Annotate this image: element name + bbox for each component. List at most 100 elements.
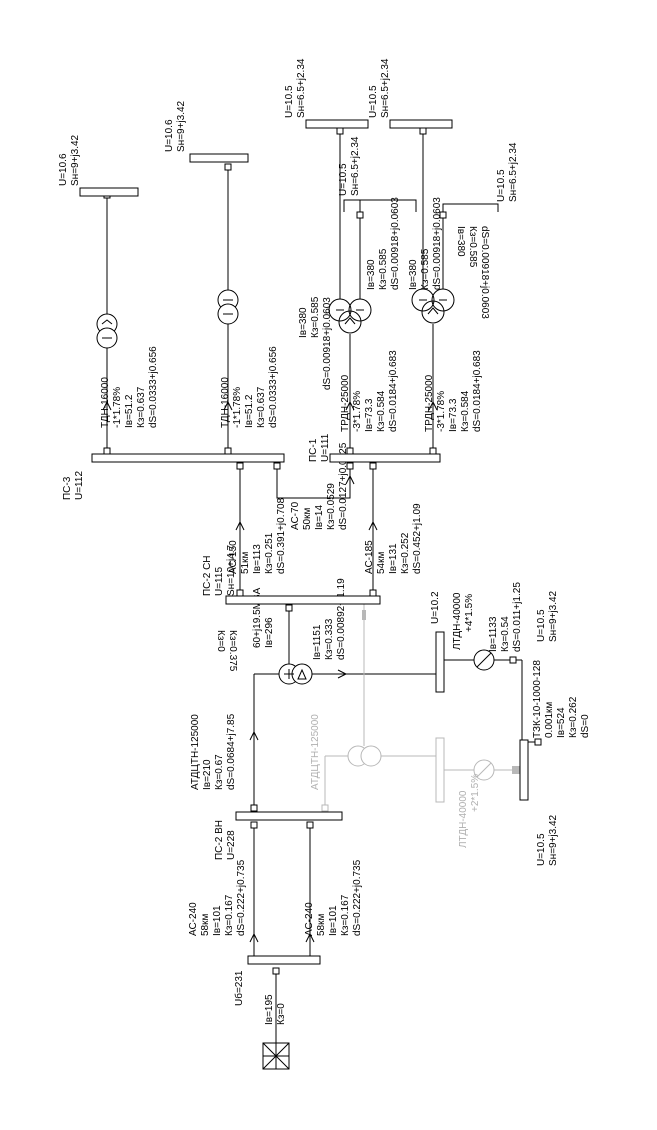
svg-text:Iв=113: Iв=113 [252, 544, 263, 574]
pc1-name: ПС-1 [308, 438, 319, 462]
switch[interactable] [273, 462, 281, 470]
load-pc1-c-sn: Sн=6.5+j2.34 [350, 136, 361, 196]
atdc-main-labels: АТДЦТН-125000 Iв=210 Кз=0.67 dS=0.0684+j… [190, 713, 237, 790]
svg-text:ЛТДН-40000: ЛТДН-40000 [452, 592, 463, 650]
bus-pc2-vn[interactable] [235, 811, 343, 821]
switch[interactable] [369, 462, 377, 470]
pc2vn-voltage: U=228 [226, 830, 237, 860]
svg-text:Кз=0.637: Кз=0.637 [136, 386, 147, 428]
svg-text:54км: 54км [376, 552, 387, 574]
svg-text:dS=0.0127+j0.0125: dS=0.0127+j0.0125 [338, 442, 349, 530]
svg-text:Iв=73.3: Iв=73.3 [448, 398, 459, 432]
svg-text:Кз=0.262: Кз=0.262 [568, 696, 579, 738]
switch[interactable] [369, 589, 377, 597]
svg-text:Кз=0.252: Кз=0.252 [400, 532, 411, 574]
switch[interactable] [236, 589, 244, 597]
switch[interactable] [224, 447, 232, 455]
svg-text:Iв=101: Iв=101 [328, 905, 339, 936]
bus-231[interactable] [247, 955, 321, 965]
load-pc3-b-u: U=10.6 [164, 119, 175, 152]
tdn-16000-2[interactable] [217, 289, 239, 325]
bus-10-5[interactable] [519, 739, 529, 801]
bus-load-pc1-b[interactable] [389, 119, 453, 129]
switch[interactable] [509, 656, 517, 664]
svg-text:58км: 58км [316, 914, 327, 936]
switch[interactable] [336, 127, 344, 135]
svg-text:Iв=380: Iв=380 [298, 307, 309, 338]
trdn-25000-2-lv2-labels-mirrored: Iв=380 Кз=0.585 dS=0.00918+j0.0603 [455, 226, 490, 319]
load-pc3-a-sn: Sн=9+j3.42 [70, 134, 81, 186]
load-bottom-right-sn: Sн=9+j3.42 [548, 814, 559, 866]
line-ac70-labels: АС-70 50км Iв=14 Кз=0.0529 dS=0.0127+j0.… [290, 442, 349, 530]
switch[interactable] [272, 967, 280, 975]
svg-text:Кз=0.584: Кз=0.584 [376, 390, 387, 432]
flow-arrow [345, 400, 355, 411]
ltdn-transformer[interactable] [473, 649, 495, 671]
autotransformer-main[interactable] [278, 663, 313, 685]
load-pc1-d-u: U=10.5 [496, 169, 507, 202]
source-node[interactable] [262, 1042, 290, 1070]
switch[interactable] [346, 462, 354, 470]
bus-10-2[interactable] [435, 631, 445, 693]
load-pc1-a-u: U=10.5 [284, 85, 295, 118]
bus-pc2-ch[interactable] [225, 595, 381, 605]
svg-text:Кз=0.585: Кз=0.585 [378, 248, 389, 290]
switch[interactable] [346, 447, 354, 455]
switch[interactable] [419, 127, 427, 135]
switch[interactable] [285, 604, 293, 612]
bus-pc1[interactable] [329, 453, 441, 463]
svg-text:+4*1.5%: +4*1.5% [464, 594, 475, 632]
svg-text:58км: 58км [200, 914, 211, 936]
pc2ch-sn: Sн=10+j4.7 [226, 544, 237, 596]
switch[interactable] [534, 738, 542, 746]
trdn-25000-2-labels: ТРДН-25000 -3*1.78% Iв=73.3 Кз=0.584 dS=… [424, 350, 483, 432]
switch[interactable] [429, 447, 437, 455]
load-top-right-u: U=10.5 [536, 609, 547, 642]
flow-arrow [102, 400, 112, 411]
switch[interactable] [356, 211, 364, 219]
svg-text:dS=0.00918+j0.0603: dS=0.00918+j0.0603 [432, 197, 443, 290]
svg-text:dS=0.0684+j7.85: dS=0.0684+j7.85 [226, 713, 237, 790]
switch[interactable] [224, 163, 232, 171]
bus-load-pc1-a[interactable] [305, 119, 369, 129]
svg-text:Кз=0.375: Кз=0.375 [227, 630, 238, 672]
bus-pc3[interactable] [91, 453, 285, 463]
load-bottom-right-u: U=10.5 [536, 833, 547, 866]
svg-text:Кз=0.67: Кз=0.67 [214, 754, 225, 790]
switch[interactable] [236, 462, 244, 470]
switch[interactable] [250, 804, 258, 812]
svg-text:51км: 51км [240, 552, 251, 574]
switch[interactable] [439, 211, 447, 219]
svg-text:-3*1.78%: -3*1.78% [352, 391, 363, 432]
svg-text:Iв=210: Iв=210 [202, 759, 213, 790]
svg-text:dS=0.00918+j0.0603: dS=0.00918+j0.0603 [322, 297, 333, 390]
gray-marker [512, 766, 522, 774]
svg-text:-1*1.78%: -1*1.78% [112, 387, 123, 428]
switch[interactable] [103, 447, 111, 455]
pc3-name: ПС-3 [62, 476, 73, 500]
trdn-25000-1-lv2-labels: Iв=380 Кз=0.585 dS=0.00918+j0.0603 [366, 197, 401, 290]
svg-text:dS=0.391+j0.708: dS=0.391+j0.708 [276, 497, 287, 574]
flow-arrow [368, 520, 378, 531]
load-pc1-a-sn: Sн=6.5+j2.34 [296, 58, 307, 118]
svg-text:Кз=0.0529: Кз=0.0529 [326, 483, 337, 530]
source-current: Iв=195 [264, 994, 275, 1025]
bus-load-pc3-b[interactable] [189, 153, 249, 163]
at-lv-labels: Iв=296 60+j19.5MВA Кз=0.375 Кз=0 [215, 587, 275, 671]
tzk-labels: ТЗК-10-1000-128 0.001км Iв=524 Кз=0.262 … [532, 660, 591, 738]
svg-text:Кз=0.251: Кз=0.251 [264, 532, 275, 574]
trdn-25000-2[interactable] [411, 288, 455, 324]
switch[interactable] [250, 821, 258, 829]
bus-load-pc3-a[interactable] [79, 187, 139, 197]
svg-text:Iв=51.2: Iв=51.2 [244, 394, 255, 428]
bus-231-voltage: Uб=231 [233, 970, 245, 1006]
ltdn-gray-ratio: +2*1.5% [470, 774, 481, 812]
line-ac150-labels: АС-150 51км Iв=113 Кз=0.251 dS=0.391+j0.… [228, 497, 287, 574]
svg-text:dS=0.222+j0.735: dS=0.222+j0.735 [236, 859, 247, 936]
trdn-25000-1[interactable] [328, 298, 372, 334]
line-ac70[interactable] [276, 468, 351, 499]
flow-arrow [249, 730, 259, 741]
switch[interactable] [306, 821, 314, 829]
pc2vn-name: ПС-2 ВН [214, 820, 225, 860]
tdn-16000-1[interactable] [96, 313, 118, 349]
